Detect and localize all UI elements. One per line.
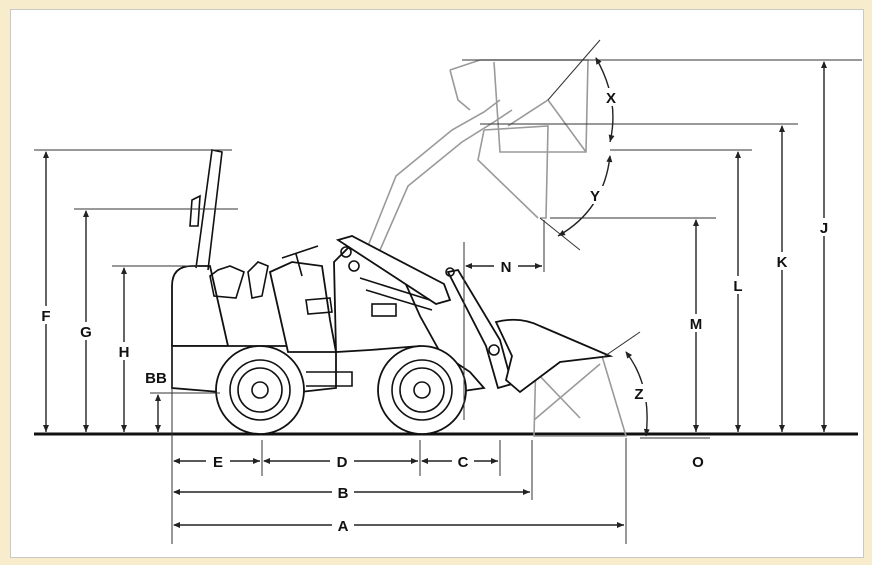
rear-wheel xyxy=(215,345,305,435)
label-k: K xyxy=(777,254,788,271)
label-l: L xyxy=(733,278,742,295)
reference-lines xyxy=(34,59,862,544)
label-backgrounds xyxy=(36,88,834,534)
label-m: M xyxy=(690,316,703,333)
label-b: B xyxy=(338,485,349,502)
label-bb: BB xyxy=(145,370,167,387)
angle-dimensions xyxy=(539,39,650,437)
label-d: D xyxy=(337,454,348,471)
label-a: A xyxy=(338,518,349,535)
label-e: E xyxy=(213,454,223,471)
label-z: Z xyxy=(634,386,643,403)
label-o: O xyxy=(692,454,704,471)
label-f: F xyxy=(41,308,50,325)
wheel-loader xyxy=(171,149,614,435)
front-wheel xyxy=(377,345,467,435)
label-n: N xyxy=(501,259,512,276)
label-x: X xyxy=(606,90,616,107)
label-g: G xyxy=(80,324,92,341)
label-c: C xyxy=(458,454,469,471)
dimension-labels: F G H BB J K L M O E D C B A N X Y Z xyxy=(41,90,828,535)
label-j: J xyxy=(820,220,828,237)
raised-arm-ghost xyxy=(367,59,589,251)
label-h: H xyxy=(119,344,130,361)
label-y: Y xyxy=(590,188,600,205)
